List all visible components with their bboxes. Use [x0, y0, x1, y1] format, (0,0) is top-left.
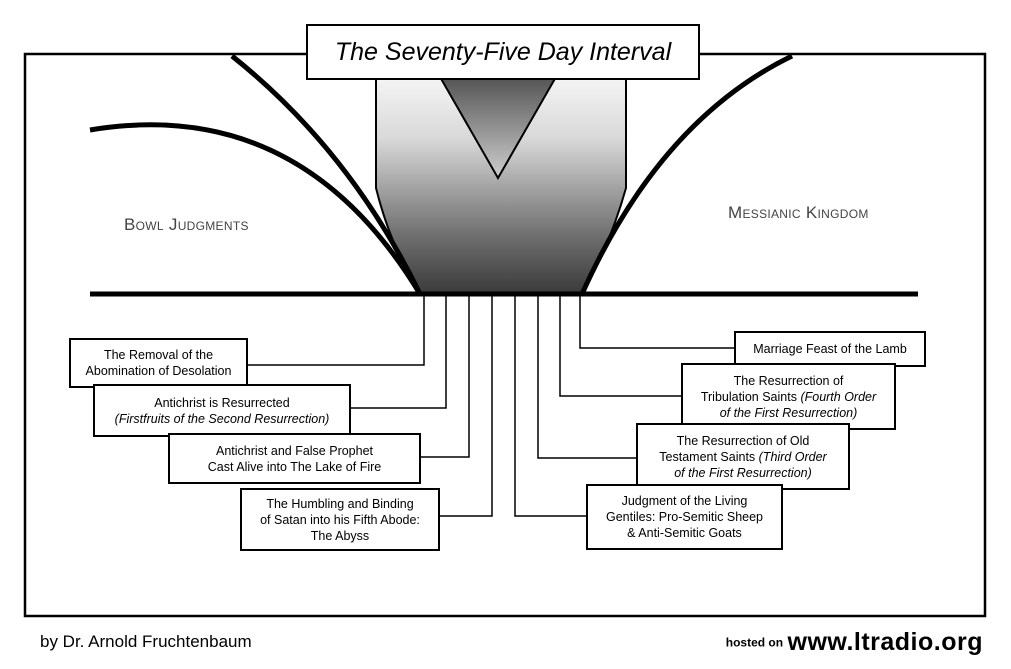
event-line-italic: (Firstfruits of the Second Resurrection) — [114, 411, 330, 426]
event-line: The Removal of the — [103, 348, 214, 362]
event-box-tribulation-saints: The Resurrection of Tribulation Saints (… — [681, 363, 896, 430]
left-inner-curve — [89, 122, 423, 296]
diagram-title: The Seventy-Five Day Interval — [306, 24, 700, 80]
left-outer-curve — [230, 54, 423, 296]
event-box-lake-of-fire: Antichrist and False Prophet Cast Alive … — [168, 433, 421, 484]
event-line: of Satan into his Fifth Abode: — [260, 512, 420, 527]
right-region-label: Messianic Kingdom — [728, 203, 869, 222]
right-curve — [579, 53, 794, 296]
event-box-marriage-feast: Marriage Feast of the Lamb — [734, 331, 926, 367]
event-line: & Anti-Semitic Goats — [627, 526, 742, 540]
hosted-on-link[interactable]: hosted on www.ltradio.org — [726, 628, 983, 657]
author-credit: by Dr. Arnold Fruchtenbaum — [40, 632, 252, 651]
event-line: Cast Alive into The Lake of Fire — [207, 459, 382, 474]
event-box-judgment-gentiles: Judgment of the Living Gentiles: Pro-Sem… — [586, 484, 783, 550]
event-line: Tribulation Saints (Fourth Order — [700, 389, 877, 404]
connector-left-1 — [245, 296, 425, 366]
event-line: Antichrist and False Prophet — [215, 443, 374, 458]
site-url[interactable]: www.ltradio.org — [787, 628, 983, 656]
event-box-binding-satan: The Humbling and Binding of Satan into h… — [240, 488, 440, 551]
connector-right-3 — [559, 296, 681, 397]
connector-right-4 — [579, 296, 734, 349]
event-box-old-testament-saints: The Resurrection of Old Testament Saints… — [636, 423, 850, 490]
connector-left-2 — [350, 296, 447, 409]
event-line-italic: of the First Resurrection) — [719, 405, 858, 420]
event-line: The Humbling and Binding — [266, 496, 414, 511]
event-line: Antichrist is Resurrected — [154, 395, 290, 410]
event-line: Abomination of Desolation — [85, 364, 232, 378]
event-line: The Resurrection of Old — [676, 433, 810, 448]
left-region-label: Bowl Judgments — [124, 215, 249, 234]
event-line: The Abyss — [310, 528, 370, 543]
event-line: Testament Saints (Third Order — [659, 449, 827, 464]
connector-right-1 — [514, 296, 586, 517]
event-line: Judgment of the Living — [621, 494, 748, 508]
event-line-italic: of the First Resurrection) — [674, 465, 812, 480]
event-line: Gentiles: Pro-Semitic Sheep — [605, 510, 763, 524]
event-box-removal-abomination: The Removal of the Abomination of Desola… — [69, 338, 248, 388]
connector-right-2 — [537, 296, 636, 459]
event-box-antichrist-resurrected: Antichrist is Resurrected (Firstfruits o… — [93, 384, 351, 437]
connector-left-4 — [440, 296, 493, 517]
event-line: Marriage Feast of the Lamb — [753, 342, 907, 356]
connector-left-3 — [420, 296, 470, 458]
event-line: The Resurrection of — [733, 373, 844, 388]
hosted-prefix: hosted on — [725, 635, 784, 650]
